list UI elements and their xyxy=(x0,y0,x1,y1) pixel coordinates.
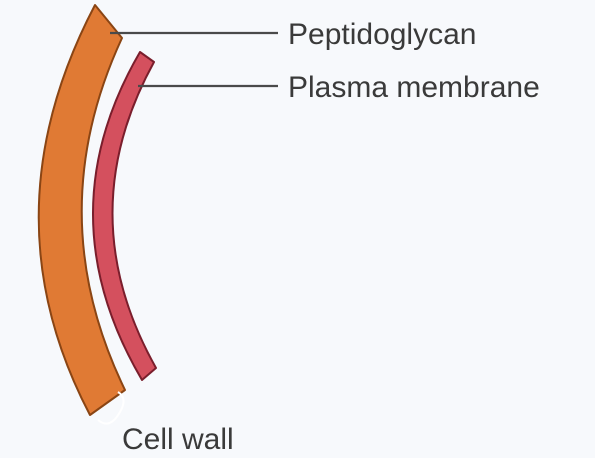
plasma-membrane-label: Plasma membrane xyxy=(288,71,540,104)
peptidoglycan-label: Peptidoglycan xyxy=(288,18,476,51)
plasma-membrane-layer xyxy=(93,52,156,380)
cell-wall-label: Cell wall xyxy=(122,423,234,456)
